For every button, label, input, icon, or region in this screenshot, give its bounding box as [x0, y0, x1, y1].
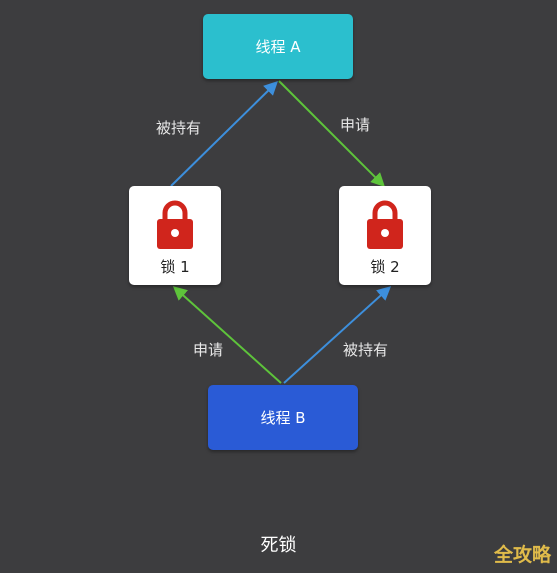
arrow-lock1-to-thread-a: [170, 81, 278, 187]
diagram-caption: 死锁: [260, 535, 297, 556]
arrow-thread-b-to-lock1: [172, 286, 282, 384]
lock-1-node: 锁 1: [129, 186, 221, 285]
thread-a-node: 线程 A: [203, 14, 353, 79]
lock-2-node: 锁 2: [339, 186, 431, 285]
edge-label-a-requests-lock2: 申请: [340, 116, 371, 134]
edge-label-lock1-held-by-a: 被持有: [156, 119, 202, 137]
lock-2-label: 锁 2: [370, 258, 400, 276]
edge-label-lock2-held-by-b: 被持有: [343, 341, 389, 359]
arrow-lock2-to-thread-b: [283, 286, 392, 384]
thread-a-label: 线程 A: [255, 38, 301, 56]
lock-1-label: 锁 1: [160, 258, 190, 276]
thread-b-node: 线程 B: [208, 385, 358, 450]
edge-label-b-requests-lock1: 申请: [193, 341, 224, 359]
arrow-thread-a-to-lock2: [278, 80, 385, 187]
watermark: 全攻略: [493, 544, 551, 566]
lock-icon: [367, 200, 403, 249]
lock-icon: [157, 200, 193, 249]
thread-b-label: 线程 B: [260, 409, 306, 427]
